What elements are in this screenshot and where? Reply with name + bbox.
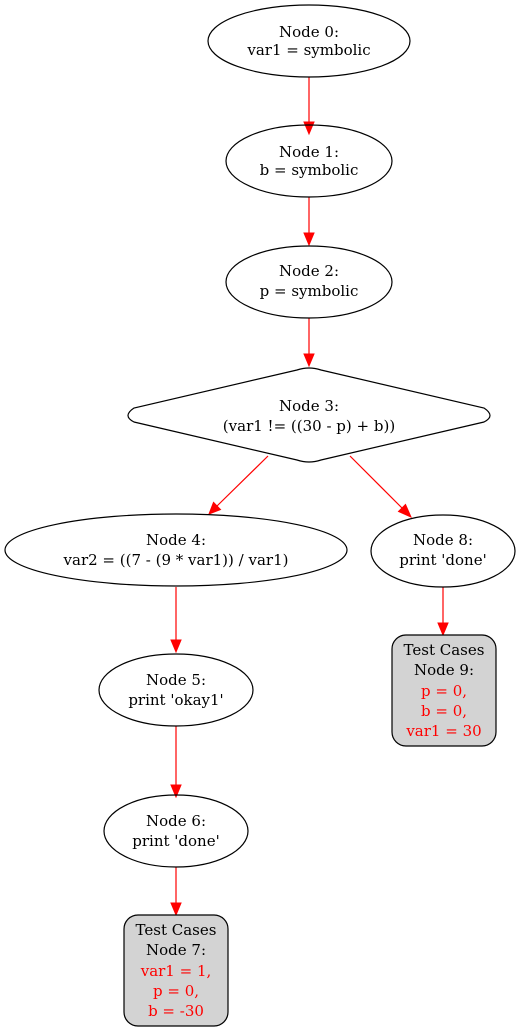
node-7-test-value: p = 0, bbox=[153, 982, 199, 1000]
node-7-test-cases: Test Cases Node 7: var1 = 1, p = 0, b = … bbox=[123, 914, 229, 1027]
arrowhead bbox=[303, 353, 315, 368]
node-1-title: Node 1: bbox=[279, 143, 339, 161]
node-7-test-value: b = -30 bbox=[148, 1002, 204, 1020]
node-8-title: Node 8: bbox=[413, 531, 473, 549]
arrowhead bbox=[303, 121, 315, 136]
arrowhead bbox=[170, 639, 182, 654]
node-9-test-value: var1 = 30 bbox=[405, 722, 481, 740]
node-3-decision: Node 3: (var1 != ((30 - p) + b)) bbox=[127, 367, 491, 463]
node-9-heading: Test Cases bbox=[404, 641, 485, 659]
node-2: Node 2: p = symbolic bbox=[225, 245, 393, 319]
node-1-text: b = symbolic bbox=[260, 161, 359, 179]
node-3-title: Node 3: bbox=[279, 397, 339, 415]
arrowhead bbox=[437, 622, 449, 637]
edge-n3-n4 bbox=[216, 455, 269, 507]
node-5-text: print 'okay1' bbox=[128, 691, 223, 709]
arrowhead bbox=[208, 501, 222, 515]
node-6: Node 6: print 'done' bbox=[103, 794, 249, 868]
node-3-text: (var1 != ((30 - p) + b)) bbox=[223, 417, 395, 435]
node-9-title: Node 9: bbox=[414, 661, 474, 679]
node-0-text: var1 = symbolic bbox=[246, 41, 370, 59]
node-5: Node 5: print 'okay1' bbox=[98, 653, 254, 727]
node-0-title: Node 0: bbox=[279, 23, 339, 41]
node-7-title: Node 7: bbox=[146, 941, 206, 959]
arrowhead bbox=[303, 232, 315, 247]
edges bbox=[170, 77, 449, 917]
node-4: Node 4: var2 = ((7 - (9 * var1)) / var1) bbox=[4, 513, 348, 587]
node-6-title: Node 6: bbox=[146, 812, 206, 830]
node-1: Node 1: b = symbolic bbox=[225, 124, 393, 198]
node-6-text: print 'done' bbox=[132, 832, 219, 850]
node-7-test-value: var1 = 1, bbox=[140, 962, 212, 980]
node-7-heading: Test Cases bbox=[136, 921, 217, 939]
node-5-title: Node 5: bbox=[146, 671, 206, 689]
node-0: Node 0: var1 = symbolic bbox=[207, 4, 411, 78]
node-4-title: Node 4: bbox=[146, 531, 206, 549]
arrowhead bbox=[397, 503, 412, 518]
node-8: Node 8: print 'done' bbox=[370, 514, 516, 588]
arrowhead bbox=[170, 784, 182, 799]
edge-n3-n8 bbox=[349, 455, 403, 509]
node-8-text: print 'done' bbox=[399, 551, 486, 569]
node-2-title: Node 2: bbox=[279, 262, 339, 280]
node-2-text: p = symbolic bbox=[260, 282, 359, 300]
arrowhead bbox=[170, 902, 182, 917]
node-4-text: var2 = ((7 - (9 * var1)) / var1) bbox=[63, 551, 289, 569]
node-9-test-value: b = 0, bbox=[421, 702, 467, 720]
node-9-test-cases: Test Cases Node 9: p = 0, b = 0, var1 = … bbox=[391, 634, 497, 747]
node-9-test-value: p = 0, bbox=[421, 682, 467, 700]
